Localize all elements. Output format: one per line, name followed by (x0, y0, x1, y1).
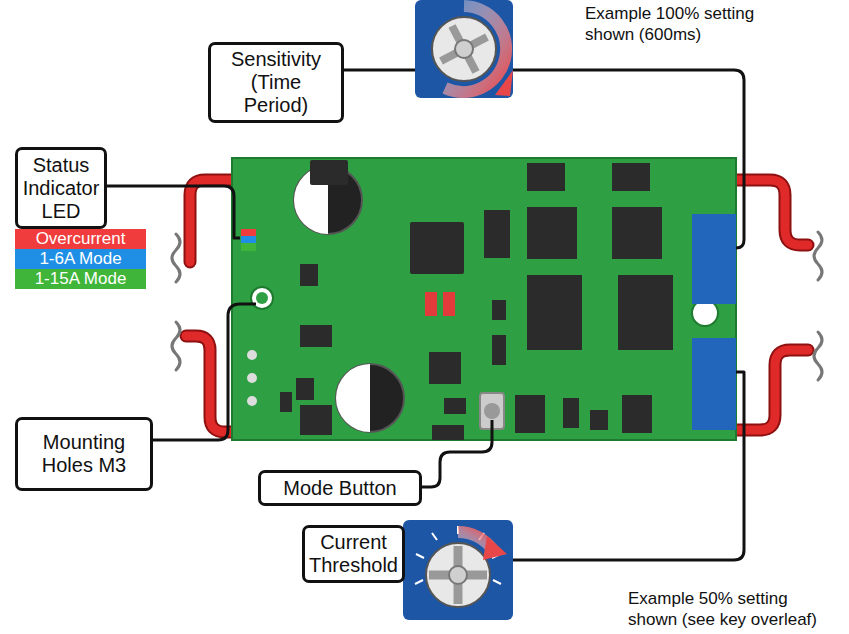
callout-box: Current Threshold (302, 525, 405, 583)
callout-box: Status Indicator LED (15, 147, 107, 229)
callout-box: Mounting Holes M3 (15, 417, 153, 491)
legend-band: 1-6A Mode (15, 249, 146, 269)
legend-band: 1-15A Mode (15, 269, 146, 289)
circuit-board (232, 158, 736, 440)
trimmer-pot (403, 520, 513, 620)
legend-text: 1-6A Mode (39, 249, 121, 268)
note-text: Example 50% setting shown (see key overl… (628, 588, 840, 631)
callout-box: Sensitivity (Time Period) (208, 42, 344, 123)
legend-text: Overcurrent (36, 229, 126, 248)
leader-lines (106, 70, 744, 560)
callout-text: Status Indicator LED (23, 154, 100, 223)
callout-text: Current Threshold (309, 531, 398, 577)
note-text: Example 100% setting shown (600ms) (585, 3, 790, 46)
legend-text: 1-15A Mode (35, 269, 127, 288)
trimmer-pot (415, 0, 513, 98)
callout-text: Sensitivity (Time Period) (216, 48, 336, 117)
callout-box: Mode Button (258, 470, 422, 506)
legend-band: Overcurrent (15, 229, 146, 249)
callout-text: Mode Button (283, 477, 396, 500)
callout-text: Mounting Holes M3 (23, 431, 145, 477)
